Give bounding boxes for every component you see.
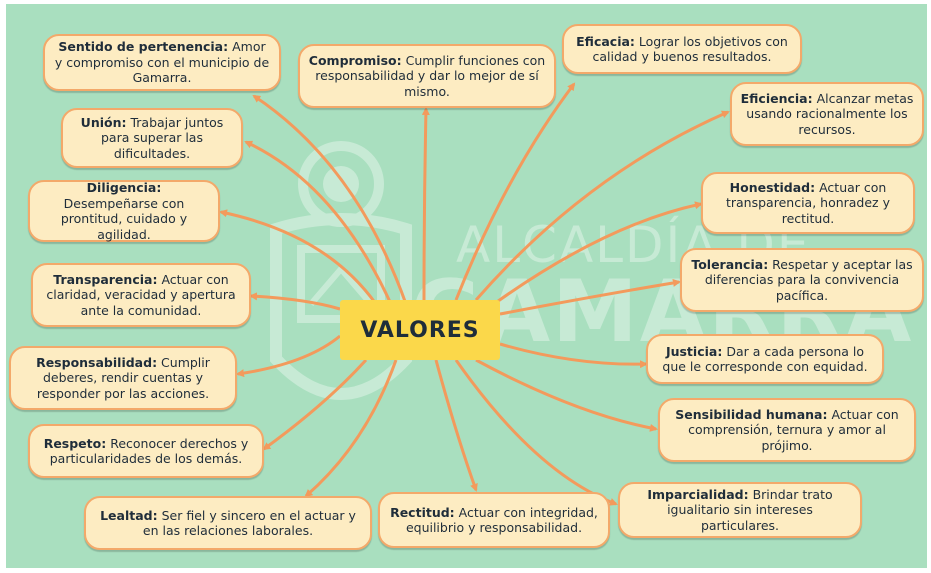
- connector-transparencia: [249, 292, 341, 311]
- connector-diligencia: [219, 209, 378, 305]
- node-description: Cumplir funciones con responsabilidad y …: [315, 52, 546, 99]
- node-description: Brindar trato igualitario sin intereses …: [667, 486, 833, 533]
- node-term: Respeto:: [43, 435, 107, 451]
- node-description: Ser fiel y sincero en el actuar y en las…: [142, 507, 356, 539]
- node-description: Dar a cada persona lo que le corresponde…: [662, 343, 868, 375]
- connector-imparcialidad: [454, 359, 618, 506]
- node-diligencia: Diligencia: Desempeñarse con prontitud, …: [28, 180, 220, 242]
- connector-tolerancia: [499, 279, 681, 316]
- node-term: Imparcialidad:: [647, 486, 749, 502]
- node-sensibilidad-humana: Sensibilidad humana: Actuar con comprens…: [658, 398, 916, 462]
- node-description: Reconocer derechos y particularidades de…: [49, 435, 249, 467]
- node-term: Sensibilidad humana:: [675, 406, 828, 422]
- node-term: Sentido de pertenencia:: [58, 39, 229, 55]
- connector-respeto: [262, 358, 368, 451]
- node-description: Cumplir deberes, rendir cuentas y respon…: [36, 354, 210, 401]
- center-node-valores: VALORES: [340, 300, 500, 360]
- node-respeto: Respeto: Reconocer derechos y particular…: [28, 424, 264, 478]
- center-label: VALORES: [360, 317, 480, 343]
- node-compromiso: Compromiso: Cumplir funciones con respon…: [298, 44, 556, 108]
- connector-eficacia: [454, 82, 576, 301]
- node-term: Eficiencia:: [740, 90, 813, 106]
- node-imparcialidad: Imparcialidad: Brindar trato igualitario…: [618, 482, 862, 538]
- node-justicia: Justicia: Dar a cada persona lo que le c…: [646, 334, 884, 384]
- node-eficacia: Eficacia: Lograr los objetivos con calid…: [562, 24, 802, 74]
- node-term: Transparencia:: [53, 271, 158, 287]
- node-description: Alcanzar metas usando racionalmente los …: [746, 90, 914, 137]
- node-term: Lealtad:: [100, 507, 158, 523]
- connector-union: [244, 140, 393, 305]
- node-term: Responsabilidad:: [36, 354, 158, 370]
- node-description: Respetar y aceptar las diferencias para …: [704, 256, 913, 303]
- connector-justicia: [499, 342, 648, 369]
- node-honestidad: Honestidad: Actuar con transparencia, ho…: [701, 172, 915, 234]
- connector-honestidad: [493, 201, 703, 306]
- node-description: Actuar con integridad, equilibrio y resp…: [405, 504, 598, 536]
- connector-layer: [219, 82, 730, 506]
- node-tolerancia: Tolerancia: Respetar y aceptar las difer…: [680, 248, 924, 312]
- node-union: Unión: Trabajar juntos para superar las …: [61, 108, 243, 168]
- mind-map-board: ALCALDÍA DE GAMARRA: [6, 4, 927, 568]
- connector-sentido-de-pertenencia: [252, 94, 408, 305]
- connector-responsabilidad: [236, 334, 341, 378]
- node-description: Desempeñarse con prontitud, cuidado y ag…: [60, 195, 188, 242]
- node-term: Tolerancia:: [691, 256, 769, 272]
- node-term: Compromiso:: [308, 52, 402, 68]
- node-description: Lograr los objetivos con calidad y bueno…: [592, 33, 788, 65]
- connector-eficiencia: [474, 110, 730, 301]
- node-transparencia: Transparencia: Actuar con claridad, vera…: [31, 263, 251, 327]
- node-responsabilidad: Responsabilidad: Cumplir deberes, rendir…: [9, 346, 237, 410]
- connector-compromiso: [421, 107, 430, 301]
- node-term: Justicia:: [665, 343, 723, 359]
- node-description: Actuar con comprensión, ternura y amor a…: [688, 406, 899, 453]
- node-description: Actuar con transparencia, honradez y rec…: [725, 179, 890, 226]
- node-eficiencia: Eficiencia: Alcanzar metas usando racion…: [730, 82, 924, 146]
- connector-rectitud: [434, 359, 478, 492]
- node-description: Trabajar juntos para superar las dificul…: [101, 114, 224, 161]
- node-description: Amor y compromiso con el municipio de Ga…: [54, 39, 270, 86]
- node-term: Honestidad:: [729, 179, 816, 195]
- node-sentido-de-pertenencia: Sentido de pertenencia: Amor y compromis…: [43, 34, 281, 91]
- node-rectitud: Rectitud: Actuar con integridad, equilib…: [378, 492, 610, 548]
- node-lealtad: Lealtad: Ser fiel y sincero en el actuar…: [84, 496, 372, 550]
- connector-lealtad: [304, 359, 398, 498]
- node-description: Actuar con claridad, veracidad y apertur…: [46, 271, 236, 318]
- node-term: Rectitud:: [390, 504, 455, 520]
- connector-sensibilidad-humana: [475, 358, 658, 432]
- node-term: Diligencia:: [86, 180, 162, 195]
- node-term: Unión:: [80, 114, 127, 130]
- node-term: Eficacia:: [576, 33, 635, 49]
